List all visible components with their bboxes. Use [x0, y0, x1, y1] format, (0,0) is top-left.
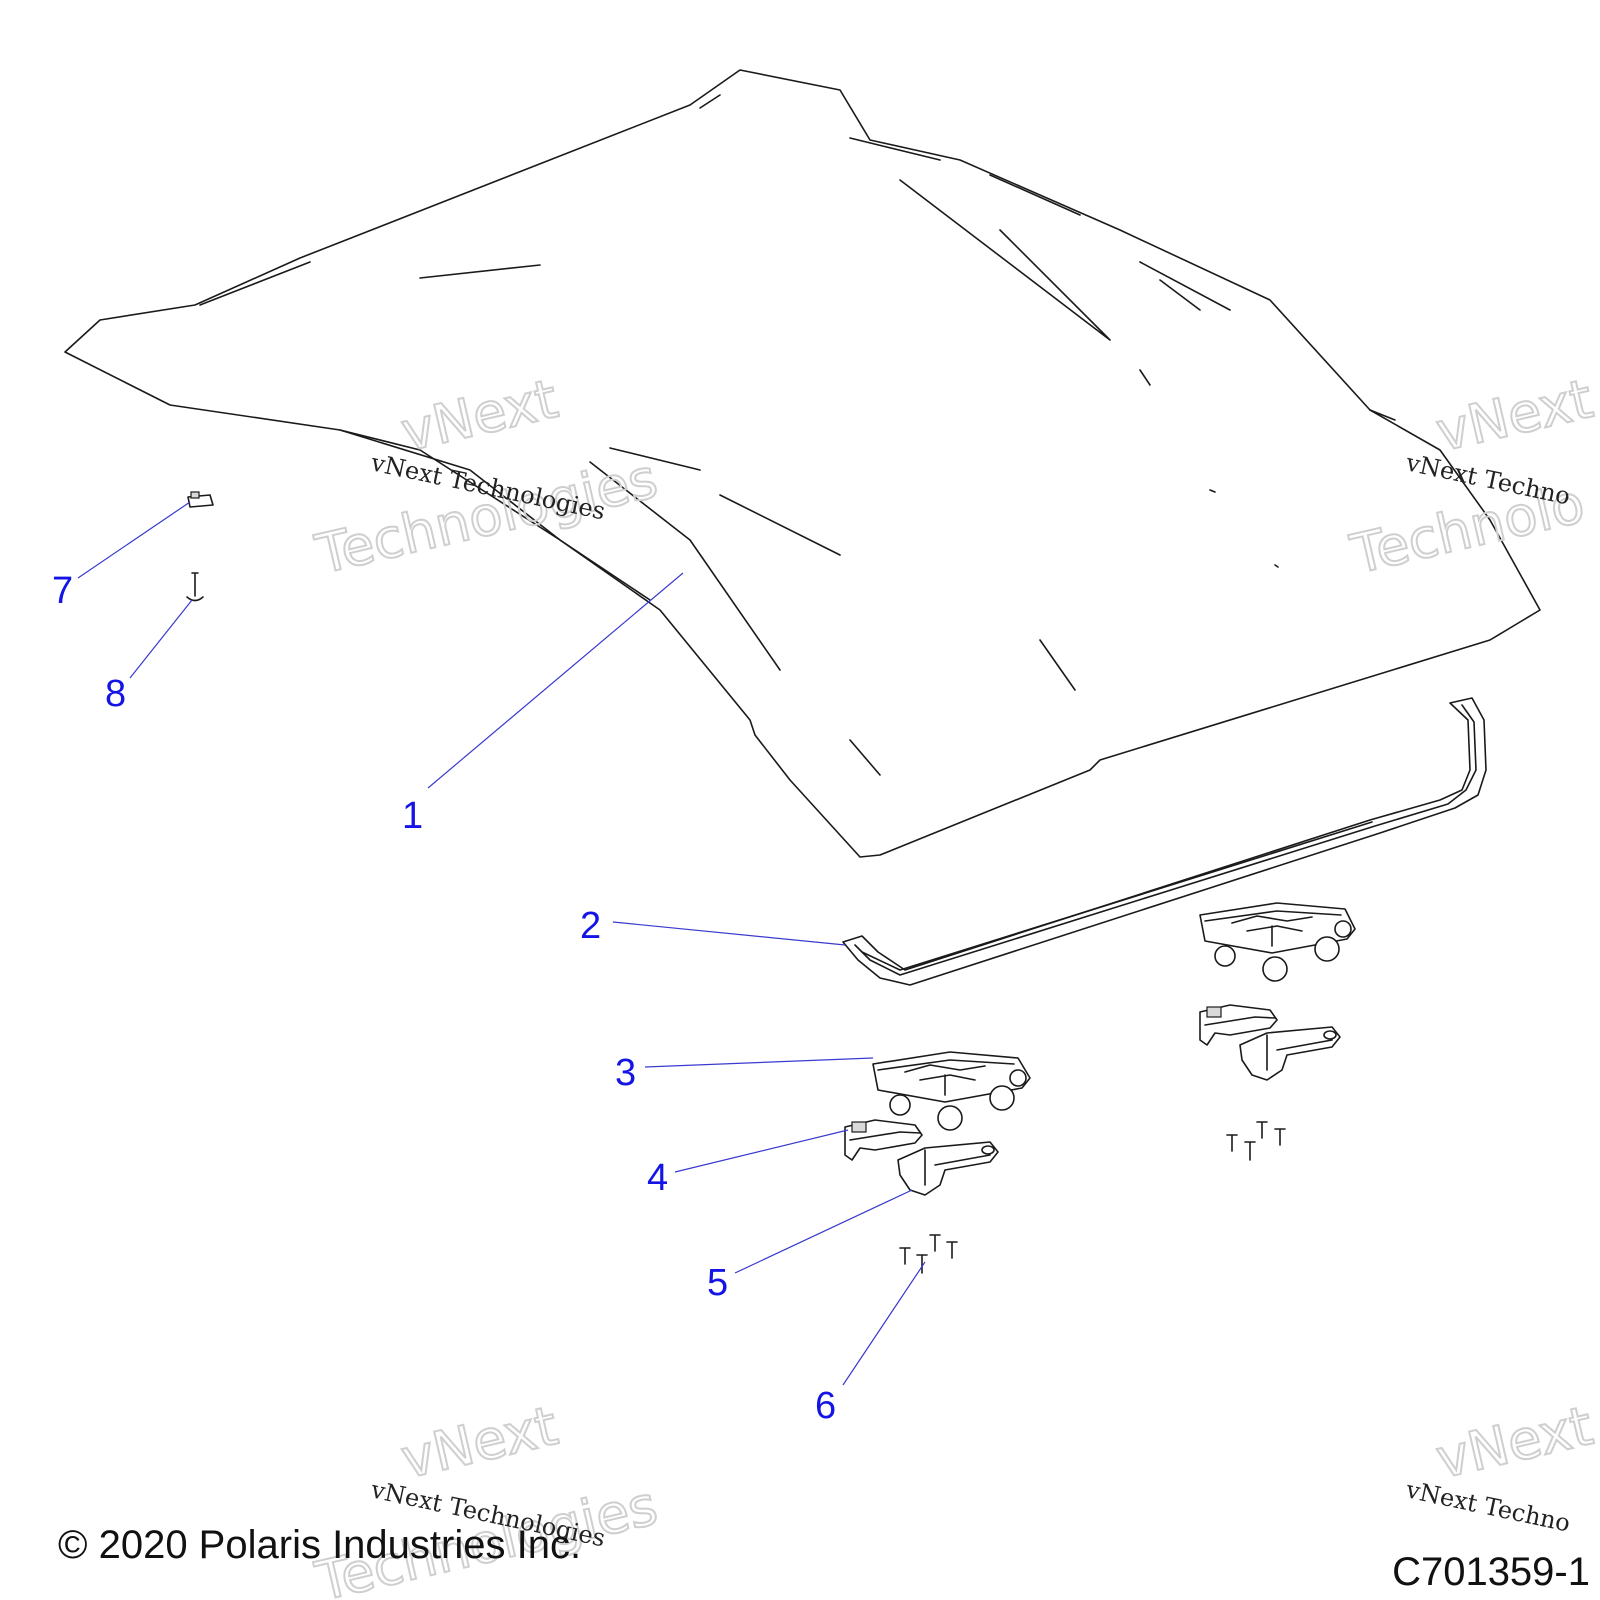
- latch-clip-left: [844, 1119, 923, 1161]
- callout-6: 6: [815, 1385, 836, 1427]
- screw-group-right: [1226, 1121, 1286, 1161]
- watermark-top-right: vNext Technolo vNext Techno: [1344, 366, 1600, 587]
- watermark-big-b: Technologies: [310, 447, 663, 587]
- latch-bracket-right: [1199, 902, 1356, 982]
- leader-lines: [77, 501, 926, 1386]
- roof-panel: [64, 69, 1541, 858]
- screw-group-left: [899, 1234, 958, 1274]
- latch-clip-right: [1199, 1004, 1278, 1046]
- watermark-big-a: vNext: [395, 367, 563, 464]
- callout-labels: 1 2 3 4 5 6 7 8: [52, 570, 836, 1427]
- callout-1: 1: [402, 795, 423, 837]
- copyright-notice: © 2020 Polaris Industries Inc.: [58, 1523, 581, 1567]
- watermark-bottom-right: vNext vNext Techno: [1403, 1393, 1600, 1537]
- edge-trim: [842, 697, 1487, 986]
- callout-2: 2: [580, 905, 601, 947]
- watermark-bottom-right-text: vNext Techno: [1403, 1475, 1573, 1537]
- handle-strap-left: [897, 1141, 999, 1196]
- callout-5: 5: [707, 1262, 728, 1304]
- watermark-top-left: vNext Technologies vNext Technologies: [309, 366, 664, 587]
- watermark-bottom-right-big-a: vNext: [1430, 1394, 1598, 1491]
- callout-3: 3: [615, 1052, 636, 1094]
- watermark-bottom-big-a: vNext: [395, 1394, 563, 1491]
- small-clip: [187, 491, 214, 508]
- callout-7: 7: [52, 570, 73, 612]
- callout-4: 4: [647, 1157, 668, 1199]
- watermark-right-big-a: vNext: [1430, 367, 1598, 464]
- latch-bracket-left: [872, 1051, 1031, 1131]
- push-rivet: [186, 572, 204, 602]
- figure-code: C701359-1: [1392, 1550, 1590, 1594]
- handle-strap-right: [1239, 1026, 1341, 1081]
- callout-8: 8: [105, 673, 126, 715]
